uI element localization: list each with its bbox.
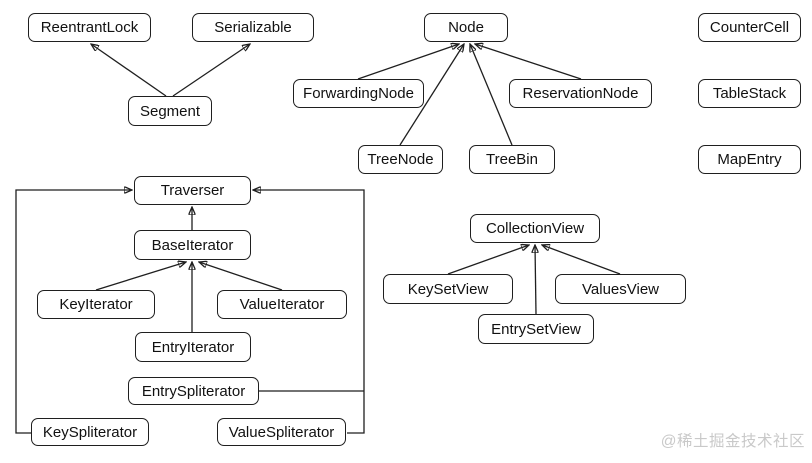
class-box-forwarding-node: ForwardingNode (293, 79, 424, 108)
class-label: ValueSpliterator (228, 423, 335, 441)
edge-valuesview-collectionview (542, 245, 621, 275)
class-box-serializable: Serializable (192, 13, 314, 42)
class-box-key-spliterator: KeySpliterator (31, 418, 149, 446)
class-box-key-set-view: KeySetView (383, 274, 513, 304)
class-label: EntryIterator (151, 338, 235, 356)
class-box-reservation-node: ReservationNode (509, 79, 652, 108)
class-box-table-stack: TableStack (698, 79, 801, 108)
class-label: ValueIterator (239, 296, 325, 313)
class-label: CollectionView (485, 220, 585, 237)
edge-forwardingnode-node (357, 44, 459, 80)
edge-keysetview-collectionview (447, 245, 529, 275)
class-box-reentrant-lock: ReentrantLock (28, 13, 151, 42)
class-label: TableStack (712, 85, 787, 102)
class-label: MapEntry (717, 151, 782, 168)
class-box-map-entry: MapEntry (698, 145, 801, 174)
class-box-tree-node: TreeNode (358, 145, 443, 174)
class-label: ValuesView (582, 280, 659, 298)
edge-segment-reentrantlock (91, 44, 167, 97)
class-label: Traverser (160, 182, 225, 199)
edge-segment-serializable (172, 44, 250, 97)
edge-valuespliterator-traverser (253, 190, 365, 434)
edge-reservationnode-node (475, 44, 582, 80)
class-box-base-iterator: BaseIterator (134, 230, 251, 260)
class-label: TreeBin (486, 151, 538, 168)
class-box-value-iterator: ValueIterator (217, 290, 347, 319)
class-box-collection-view: CollectionView (470, 214, 600, 243)
edge-keyiterator-baseiterator (95, 262, 186, 291)
class-label: EntrySetView (491, 320, 581, 338)
class-label: TreeNode (367, 151, 434, 168)
class-box-entry-set-view: EntrySetView (478, 314, 594, 344)
edge-entrysetview-collectionview (535, 245, 536, 315)
class-label: ReentrantLock (40, 19, 139, 36)
class-label: BaseIterator (151, 236, 234, 254)
class-box-entry-spliterator: EntrySpliterator (128, 377, 259, 405)
edge-treebin-node (470, 44, 513, 146)
class-label: KeyIterator (59, 296, 133, 313)
class-label: ReservationNode (522, 85, 639, 102)
class-box-values-view: ValuesView (555, 274, 686, 304)
class-box-node: Node (424, 13, 508, 42)
class-label: CounterCell (709, 19, 790, 36)
edge-keyspliterator-traverser (15, 190, 132, 434)
class-box-key-iterator: KeyIterator (37, 290, 155, 319)
class-box-segment: Segment (128, 96, 212, 126)
class-label: ForwardingNode (303, 85, 414, 102)
watermark: @稀土掘金技术社区 (660, 433, 805, 450)
class-label: Node (448, 19, 484, 36)
class-box-counter-cell: CounterCell (698, 13, 801, 42)
class-box-entry-iterator: EntryIterator (135, 332, 251, 362)
class-box-traverser: Traverser (134, 176, 251, 205)
class-box-value-spliterator: ValueSpliterator (217, 418, 346, 446)
class-label: KeySetView (407, 280, 489, 298)
class-label: EntrySpliterator (141, 382, 246, 400)
class-label: Segment (139, 102, 201, 120)
class-box-tree-bin: TreeBin (469, 145, 555, 174)
edge-treenode-node (399, 44, 464, 146)
class-label: Serializable (214, 19, 292, 36)
edge-valueiterator-baseiterator (199, 262, 283, 291)
class-label: KeySpliterator (42, 423, 138, 441)
